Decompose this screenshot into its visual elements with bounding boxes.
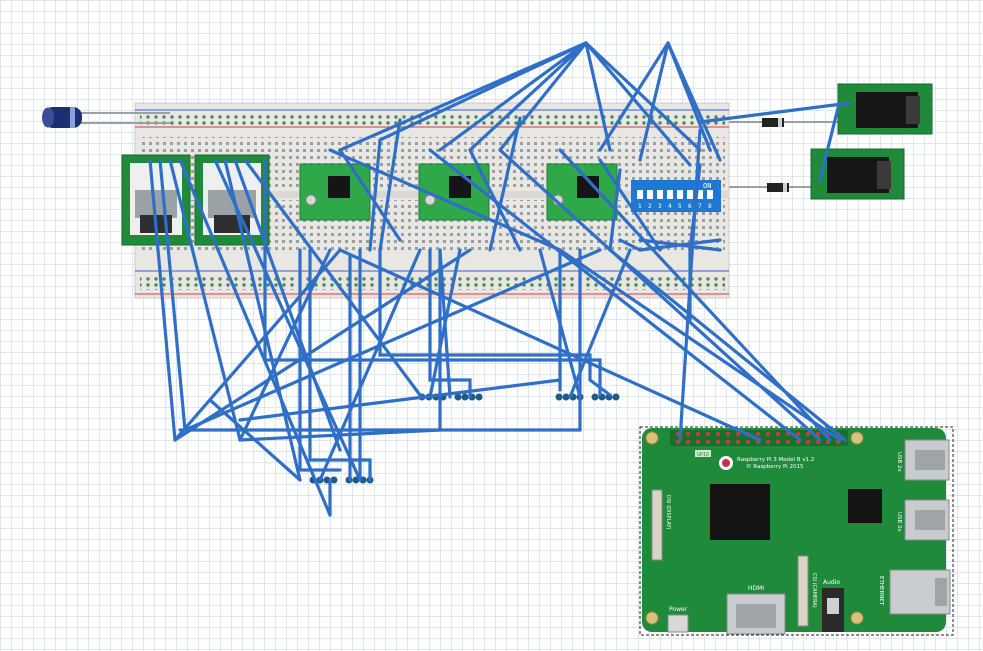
wire	[378, 41, 588, 142]
wire-bundle	[148, 41, 852, 517]
usb-bottom-label: USB 2x	[896, 512, 902, 533]
audio-label: Audio	[823, 579, 840, 586]
wire	[223, 158, 302, 482]
wire	[168, 158, 242, 442]
csi-label: CSI (CAMERA)	[811, 573, 817, 608]
wire	[378, 118, 402, 252]
csi-connector	[797, 555, 809, 627]
dip-switch-pos-2: 2	[648, 203, 652, 210]
stepper-driver-3	[546, 163, 618, 221]
hdmi-label: HDMI	[748, 585, 764, 592]
wire	[173, 248, 342, 442]
pi-copyright-label: © Raspberry Pi 2015	[746, 463, 804, 470]
dip-switch: ON 1 2 3 4 5 6 7 8	[631, 180, 721, 212]
power-port	[667, 614, 689, 633]
wire	[213, 158, 362, 482]
dip-switch-pos-7: 7	[698, 203, 702, 210]
wire	[678, 128, 702, 442]
wire	[698, 101, 852, 124]
wire	[338, 248, 762, 442]
power-label: Power	[669, 606, 688, 613]
dc-barrel-jack-top	[837, 83, 933, 135]
wire	[818, 106, 840, 182]
wire	[233, 158, 342, 452]
wire	[298, 248, 342, 472]
wire	[238, 248, 332, 442]
wire	[238, 378, 562, 422]
wire	[584, 41, 692, 167]
wire	[498, 148, 822, 442]
pi-model-label: Raspberry Pi 3 Model B v1.2	[737, 457, 814, 463]
dip-switch-pos-6: 6	[688, 203, 692, 210]
wire	[208, 398, 302, 482]
wire	[438, 248, 452, 399]
wire	[158, 158, 187, 432]
wire	[584, 41, 612, 152]
wire	[173, 248, 472, 442]
gpio-label: GPIO	[697, 452, 709, 458]
wire	[608, 248, 847, 442]
wire	[368, 138, 382, 252]
wire	[638, 41, 670, 162]
wire	[428, 148, 802, 442]
raspberry-pi-board: GPIO Raspberry Pi 3 Model B v1.2 © Raspb…	[639, 426, 954, 636]
wire	[263, 158, 602, 397]
dip-switch-pos-3: 3	[658, 203, 662, 210]
dsi-label: DSI (DISPLAY)	[665, 495, 671, 530]
dip-switch-on-label: ON	[703, 182, 711, 190]
wire	[148, 158, 177, 442]
ethernet-label: ETHERNET	[878, 576, 884, 606]
wire	[308, 248, 372, 482]
diode-top	[729, 118, 850, 127]
wire	[178, 158, 332, 517]
electrolytic-capacitor	[42, 107, 170, 128]
diode-bottom	[729, 183, 820, 192]
dip-switch-pos-4: 4	[668, 203, 672, 210]
wire	[598, 158, 662, 252]
wire	[498, 41, 588, 152]
pin-header-3	[555, 393, 620, 401]
wire	[328, 148, 562, 252]
soc-chip	[710, 484, 770, 540]
wire	[618, 238, 642, 252]
wire	[598, 41, 670, 152]
wire	[538, 248, 582, 399]
usb-top-label: USB 2x	[896, 452, 902, 473]
wire	[438, 41, 588, 152]
wire	[638, 238, 722, 252]
wire	[666, 41, 722, 162]
wire	[568, 248, 632, 399]
wire	[558, 248, 842, 442]
wire	[378, 248, 612, 397]
wire	[183, 248, 602, 432]
dip-switch-pos-5: 5	[678, 203, 682, 210]
wire	[468, 41, 588, 152]
lan-chip	[848, 489, 882, 523]
wire	[584, 41, 702, 152]
dip-switch-pos-8: 8	[708, 203, 712, 210]
wire	[338, 148, 402, 242]
wire	[318, 248, 422, 482]
stepper-driver-2	[418, 163, 490, 221]
wire	[488, 116, 522, 252]
dip-switch-pos-1: 1	[638, 203, 642, 210]
dsi-connector	[651, 489, 663, 561]
stepper-driver-1	[299, 163, 371, 221]
